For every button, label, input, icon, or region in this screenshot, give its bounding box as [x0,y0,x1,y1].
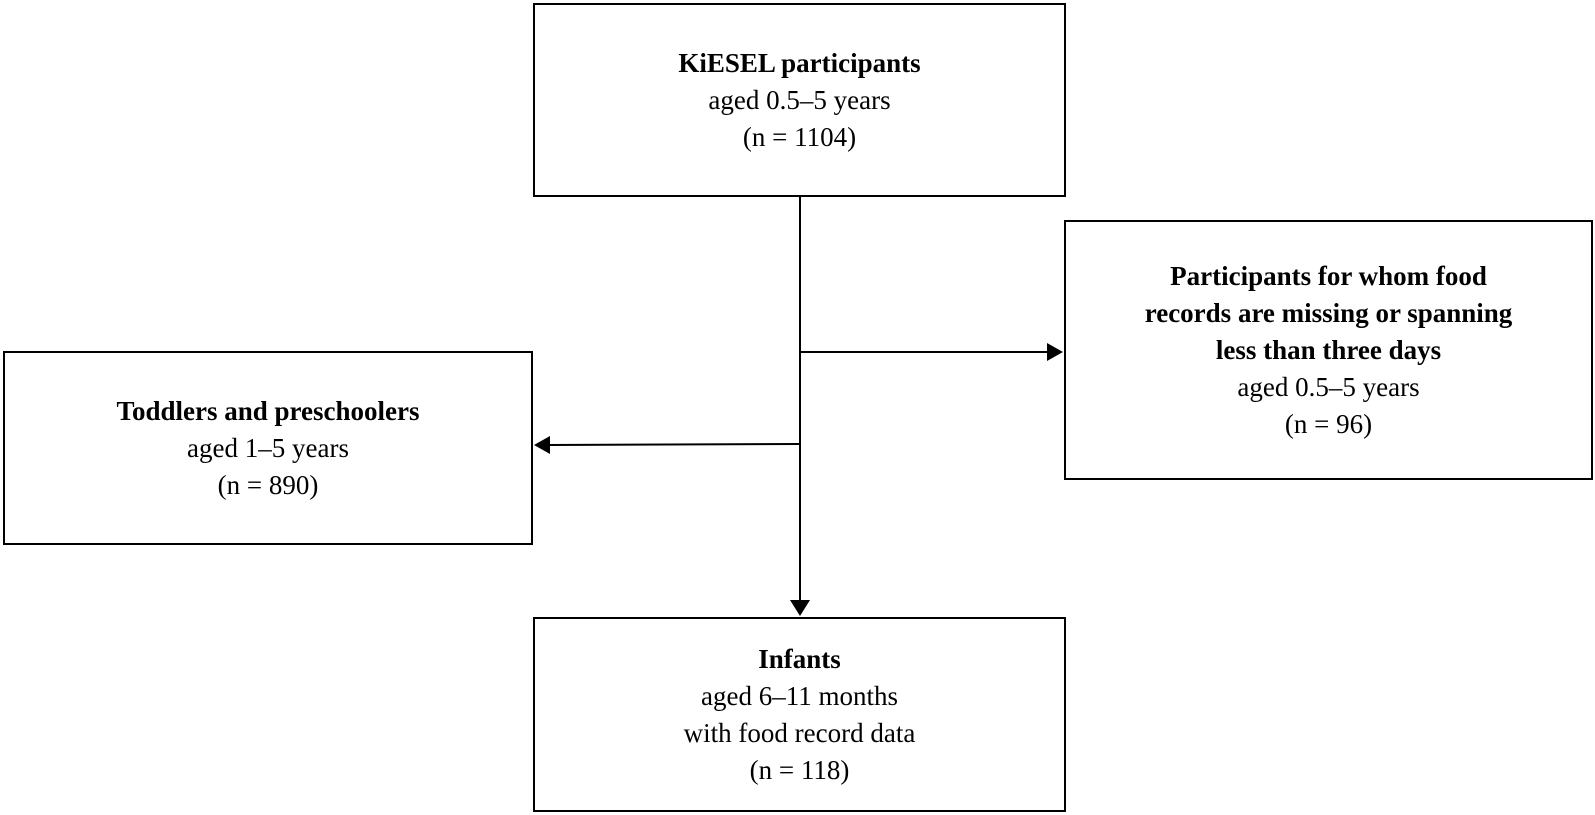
kiesel-participants-title: KiESEL participants [678,47,921,78]
kiesel-participants-age: aged 0.5–5 years [708,84,891,115]
kiesel-participants-box: KiESEL participants aged 0.5–5 years (n … [533,3,1066,197]
infants-count: (n = 118) [749,754,850,785]
toddlers-preschoolers-count: (n = 890) [217,469,319,500]
excluded-participants-box: Participants for whom food records are m… [1064,220,1593,480]
branch-connector-toddlers [548,443,801,446]
excluded-participants-title-line2: records are missing or spanning [1144,297,1513,328]
excluded-participants-title-line1: Participants for whom food [1170,260,1487,291]
excluded-participants-count: (n = 96) [1284,408,1373,439]
toddlers-preschoolers-title: Toddlers and preschoolers [116,395,420,426]
toddlers-preschoolers-age: aged 1–5 years [187,432,349,463]
infants-food-record: with food record data [683,717,916,748]
infants-box: Infants aged 6–11 months with food recor… [533,617,1066,812]
arrow-down-to-infants [790,600,810,616]
excluded-participants-title-line3: less than three days [1215,334,1442,365]
infants-title: Infants [758,643,841,674]
infants-age: aged 6–11 months [701,680,898,711]
excluded-participants-age: aged 0.5–5 years [1237,371,1420,402]
arrow-left-to-toddlers [534,436,550,454]
kiesel-participants-count: (n = 1104) [742,121,857,152]
toddlers-preschoolers-box: Toddlers and preschoolers aged 1–5 years… [3,351,533,545]
arrow-right-to-excluded [1047,343,1063,361]
